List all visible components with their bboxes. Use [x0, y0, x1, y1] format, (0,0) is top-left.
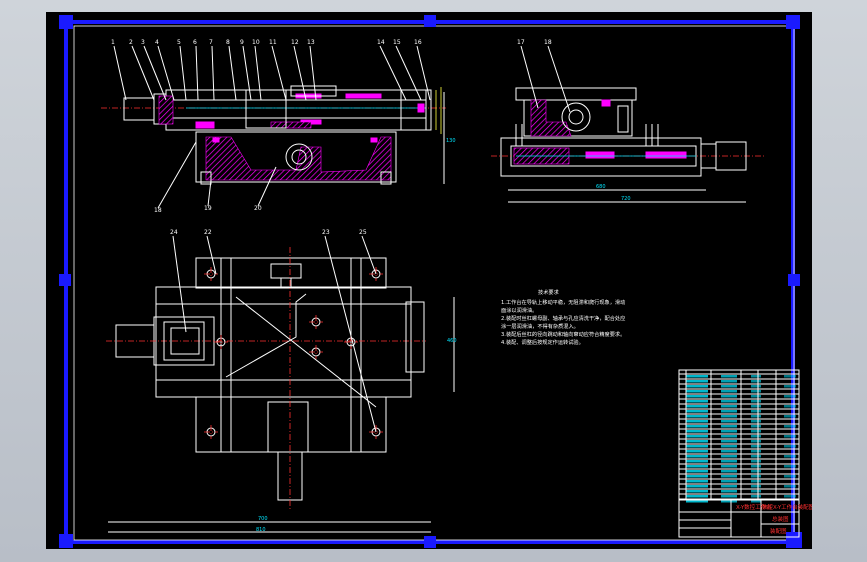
part-label: 13	[307, 39, 315, 46]
note-line: 4.装配、调整后按规定作运转试验。	[501, 338, 584, 346]
title-block: X-Y数控工作台 数控X-Y工作台装配图 总装图 装配图	[678, 499, 812, 538]
grip-handle[interactable]	[424, 15, 436, 27]
part-label: 25	[359, 229, 367, 236]
part-label: 18	[544, 39, 552, 46]
part-label: 4	[155, 39, 159, 46]
part-label: 15	[393, 39, 401, 46]
part-label: 19	[204, 205, 212, 212]
part-label: 5	[177, 39, 181, 46]
drawing-number: 装配图	[770, 527, 787, 535]
grip-handle[interactable]	[788, 274, 800, 286]
part-label: 2	[129, 39, 133, 46]
svg-text:720: 720	[621, 196, 631, 202]
part-label: 12	[291, 39, 299, 46]
part-label: 24	[170, 229, 178, 236]
grip-handle[interactable]	[59, 534, 73, 548]
grip-handle[interactable]	[786, 15, 800, 29]
notes-title: 技术要求	[538, 288, 560, 296]
svg-text:700: 700	[258, 516, 268, 522]
grip-handle[interactable]	[59, 274, 71, 286]
part-label: 11	[269, 39, 277, 46]
part-label: 18	[154, 207, 162, 214]
parts-list-table	[678, 369, 800, 503]
part-label: 14	[377, 39, 385, 46]
svg-text:130: 130	[446, 138, 456, 144]
part-label: 16	[414, 39, 422, 46]
part-label: 10	[252, 39, 260, 46]
part-label: 3	[141, 39, 145, 46]
note-line: 3.装配后丝杠的径向跳动和轴向窜动应符合精度要求。	[501, 330, 625, 338]
drawing-frame	[59, 15, 802, 548]
svg-text:460: 460	[447, 338, 457, 344]
drawing-title: 数控X-Y工作台装配图	[762, 503, 812, 511]
note-line: 面涂以润滑油。	[501, 306, 537, 314]
svg-text:680: 680	[596, 184, 606, 190]
svg-text:810: 810	[256, 527, 266, 533]
note-line: 涂一层润滑油，不得有杂质混入。	[501, 322, 579, 330]
grip-handle[interactable]	[59, 15, 73, 29]
technical-notes: 技术要求 1.工作台在导轨上移动平稳，无阻滞和爬行现象，滑动 面涂以润滑油。 2…	[501, 288, 625, 346]
part-label: 7	[209, 39, 213, 46]
drawing-subtitle: 总装图	[772, 515, 789, 523]
part-label: 6	[193, 39, 197, 46]
note-line: 2.装配时丝杠螺母副、轴承与孔应清洗干净，配合处应	[501, 314, 625, 322]
side-section-view: 680 720 17 18	[491, 39, 766, 203]
part-label: 23	[322, 229, 330, 236]
part-label: 22	[204, 229, 212, 236]
plan-view: 700 810 460 24 22 23 25	[106, 229, 457, 533]
part-label: 17	[517, 39, 525, 46]
part-label: 9	[240, 39, 244, 46]
project-name: X-Y数控工作台	[736, 503, 772, 511]
part-label: 8	[226, 39, 230, 46]
part-label: 20	[254, 205, 262, 212]
grip-handle[interactable]	[424, 536, 436, 548]
part-label: 1	[111, 39, 115, 46]
grip-handle[interactable]	[786, 532, 802, 548]
note-line: 1.工作台在导轨上移动平稳，无阻滞和爬行现象，滑动	[501, 298, 625, 306]
